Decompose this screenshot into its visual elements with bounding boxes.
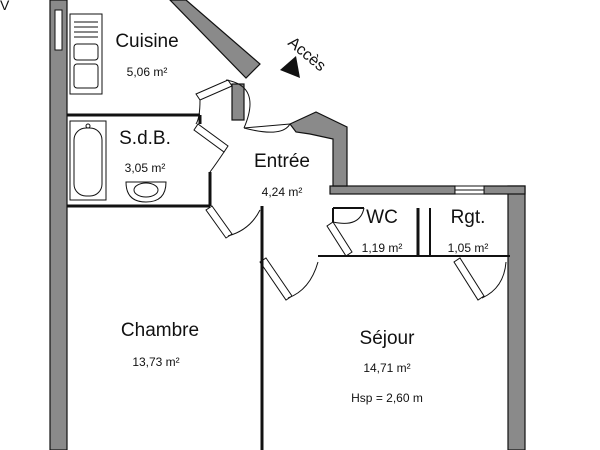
bath-door-arc (209, 151, 225, 173)
fixtures (69, 13, 167, 203)
bathtub-tap (85, 123, 91, 129)
kitchen-sink (69, 13, 103, 95)
wall-entry-stub (231, 83, 245, 121)
entry-door-arc (225, 79, 251, 129)
chambre-door-leaf (205, 205, 233, 239)
sink-bowl-bottom (73, 63, 99, 89)
wc-door-arc (332, 207, 365, 224)
room-area-wc: 1,19 m² (362, 241, 403, 255)
walls (49, 0, 526, 450)
wall-kitchen-diagonal (169, 0, 261, 79)
entry-door-swing (243, 123, 291, 133)
bath-door-leaf (193, 123, 229, 153)
room-area-cuisine: 5,06 m² (127, 65, 168, 79)
chambre-door-arc (227, 209, 261, 237)
room-name-entree: Entrée (254, 151, 310, 172)
room-name-rgt: Rgt. (451, 207, 486, 228)
rgt-door-arc (481, 261, 507, 299)
room-name-wc: WC (366, 207, 398, 228)
kitchen-door-arc (195, 99, 201, 125)
washbasin (125, 181, 167, 203)
wall-left-exterior (49, 0, 68, 450)
sejour-door-arc (287, 261, 319, 299)
kitchen-door-leaf (195, 79, 233, 101)
corner-mark: V (0, 0, 10, 13)
room-labels: Cuisine 5,06 m² S.d.B. 3,05 m² Entrée 4,… (115, 31, 488, 405)
entry-door-leaf (243, 123, 291, 129)
window-left (54, 9, 63, 51)
windows (54, 9, 485, 195)
wall-top-right-a (329, 185, 456, 195)
room-name-sejour: Séjour (360, 328, 416, 349)
room-area-sdb: 3,05 m² (125, 161, 166, 175)
bathtub (69, 120, 107, 201)
room-name-cuisine: Cuisine (115, 31, 178, 52)
washbasin-bowl (133, 182, 159, 198)
room-name-sdb: S.d.B. (119, 128, 171, 149)
room-note-sejour: Hsp = 2,60 m (351, 391, 423, 405)
sejour-door-leaf (259, 257, 293, 301)
wc-door-leaf (326, 221, 353, 257)
wall-right-exterior (507, 185, 526, 450)
room-area-entree: 4,24 m² (262, 185, 303, 199)
room-area-rgt: 1,05 m² (448, 241, 489, 255)
wall-entrance-jog (289, 111, 348, 187)
doors (193, 79, 507, 301)
rgt-door-leaf (453, 257, 485, 301)
room-area-chambre: 13,73 m² (132, 355, 179, 369)
room-name-chambre: Chambre (121, 320, 199, 341)
access-arrow-icon (280, 56, 300, 78)
bathtub-basin (73, 127, 103, 197)
partitions (67, 113, 510, 450)
room-area-sejour: 14,71 m² (363, 361, 410, 375)
wall-top-right-b (483, 185, 526, 195)
sink-bowl-top (73, 43, 99, 61)
